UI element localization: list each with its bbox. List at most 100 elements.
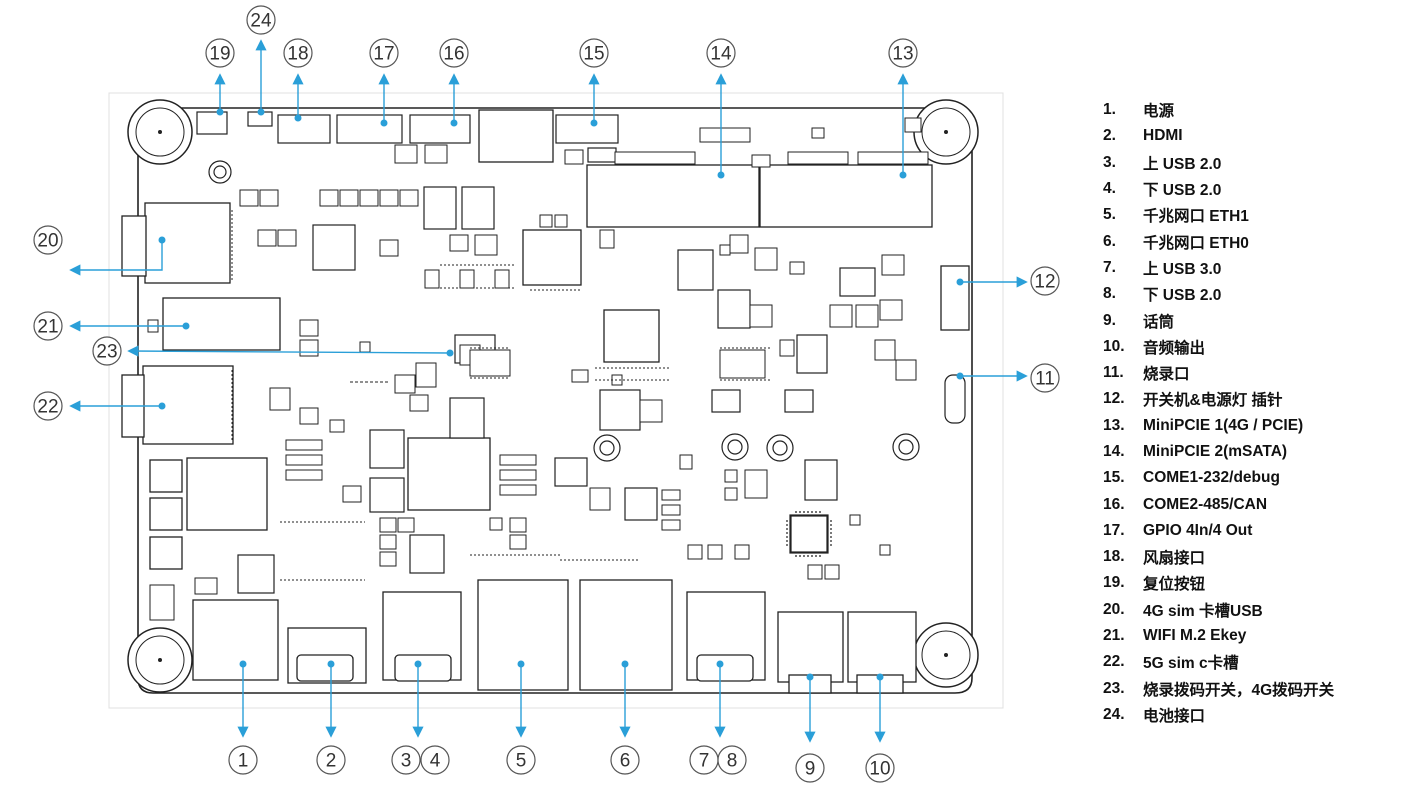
legend-item: 16.COME2-485/CAN [1103,491,1403,517]
legend-label: 话筒 [1143,313,1175,331]
legend-label: 电源 [1143,103,1175,121]
legend-item: 21.WIFI M.2 Ekey [1103,623,1403,649]
anchor-dot [216,108,224,116]
legend-label: 下 USB 2.0 [1143,287,1222,305]
legend-number: 10. [1103,337,1125,355]
legend-label: HDMI [1143,127,1183,145]
power-jack [192,599,279,681]
legend-number: 9. [1103,311,1116,329]
fan-header [277,114,331,144]
anchor-dot [257,108,265,116]
anchor-dot [327,660,335,668]
anchor-dots [158,108,964,681]
callout-4: 4 [420,745,450,775]
legend-number: 7. [1103,258,1116,276]
legend-label: WIFI M.2 Ekey [1143,627,1247,645]
drawing-frame [108,92,1004,709]
anchor-dot [717,171,725,179]
callout-circle [717,745,747,775]
legend-item: 19.复位按钮 [1103,570,1403,596]
small-components [147,117,929,621]
legend-number: 18. [1103,548,1125,566]
reset-button [196,111,228,135]
legend-item: 3.上 USB 2.0 [1103,150,1403,176]
legend-item: 12.开关机&电源灯 插针 [1103,386,1403,412]
anchor-dot [956,278,964,286]
callout-10: 10 [865,753,895,783]
large-modules [121,109,970,694]
callout-circle [420,745,450,775]
callout-number: 20 [37,231,58,252]
callout-18: 18 [283,38,313,68]
legend-label: 风扇接口 [1143,550,1206,568]
legend-label: 开关机&电源灯 插针 [1143,392,1283,410]
legend-item: 20.4G sim 卡槽USB [1103,597,1403,623]
callout-circle [205,38,235,68]
anchor-dot [716,660,724,668]
callout-circle [1030,363,1060,393]
callout-circle [92,336,122,366]
sim-slot-5g [142,365,234,445]
callout-circle [283,38,313,68]
callout-5: 5 [506,745,536,775]
legend-label: MiniPCIE 2(mSATA) [1143,443,1288,460]
callout-14: 14 [706,38,736,68]
legend-item: 9. 话筒 [1103,307,1403,333]
callout-number: 18 [287,44,308,65]
callout-number: 3 [401,751,412,772]
legend-number: 5. [1103,206,1116,224]
callout-11: 11 [1030,363,1060,393]
legend-label: GPIO 4In/4 Out [1143,521,1253,539]
legend-number: 19. [1103,574,1125,592]
gpio-header [336,114,403,144]
leader-line [69,240,163,276]
legend-number: 1. [1103,101,1116,119]
callout-circle [33,391,63,421]
callout-circle [246,5,276,35]
callout-circle [506,745,536,775]
mic-jack [777,611,844,683]
callout-number: 8 [727,751,738,772]
legend-item: 7.上 USB 3.0 [1103,255,1403,281]
legend-item: 22.5G sim c卡槽 [1103,649,1403,675]
legend-item: 14. MiniPCIE 2(mSATA) [1103,439,1403,465]
callout-17: 17 [369,38,399,68]
anchor-dot [899,171,907,179]
ic-pin-rows [231,210,770,581]
callout-circle [33,225,63,255]
callout-22: 22 [33,391,63,421]
callout-number: 7 [699,751,710,772]
anchor-dot [446,349,454,357]
legend-number: 14. [1103,443,1125,460]
legend-label: MiniPCIE 1(4G / PCIE) [1143,416,1304,434]
anchor-dot [806,673,814,681]
pcb-board [121,99,979,694]
anchor-dot [294,114,302,122]
legend-number: 23. [1103,679,1125,697]
leader-line [127,345,451,357]
legend-item: 2.HDMI [1103,123,1403,149]
anchor-dot [517,660,525,668]
legend-label: 烧录拨码开关，4G拨码开关 [1143,681,1335,699]
legend-label: 下 USB 2.0 [1143,182,1222,200]
callout-circle [228,745,258,775]
callout-9: 9 [795,753,825,783]
callout-3: 3 [391,745,421,775]
anchor-dot [956,372,964,380]
legend-label: 烧录口 [1143,366,1190,384]
legend-label: 上 USB 2.0 [1143,155,1222,173]
anchor-dot [621,660,629,668]
callout-circle [439,38,469,68]
callout-number: 10 [869,759,890,780]
qfp-chip [786,511,832,557]
callout-circle [369,38,399,68]
anchor-dot [158,402,166,410]
anchor-dot [158,236,166,244]
callout-circle [610,745,640,775]
legend-item: 11.烧录口 [1103,360,1403,386]
board-vias [208,160,920,462]
legend-label: COME2-485/CAN [1143,495,1268,513]
com2-header [409,114,471,144]
callout-23: 23 [92,336,122,366]
